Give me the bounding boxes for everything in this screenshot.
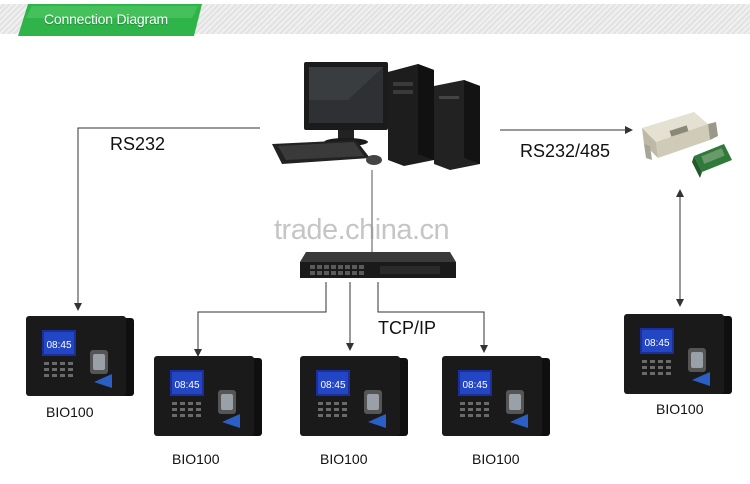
tcpip-line-3 [377, 282, 488, 353]
rs232-label: RS232 [110, 134, 166, 154]
rs232-line [74, 127, 260, 311]
banner-title: Connection Diagram [44, 11, 169, 27]
device-time-4: 08:45 [462, 380, 487, 391]
bio100-device-3: 08:45 [300, 356, 408, 436]
tcpip-label: TCP/IP [378, 318, 437, 338]
device-time-5: 08:45 [644, 338, 669, 349]
rs232-485-label: RS232/485 [520, 141, 611, 161]
bio100-device-2: 08:45 [154, 356, 262, 436]
device-time-2: 08:45 [174, 380, 199, 391]
bio100-label-3: BIO100 [320, 451, 368, 467]
device-time-3: 08:45 [320, 380, 345, 391]
tcpip-line-1 [194, 282, 327, 357]
bio100-device-1: 08:45 [26, 316, 134, 396]
network-switch-icon [300, 252, 456, 278]
bio100-label-5: BIO100 [656, 401, 704, 417]
device-time-1: 08:45 [46, 340, 71, 351]
bio100-label-1: BIO100 [46, 404, 94, 420]
computer-icon [272, 62, 480, 170]
banner-tab [18, 4, 202, 36]
bio100-device-4: 08:45 [442, 356, 550, 436]
converter-icon [642, 112, 732, 178]
bio100-label-4: BIO100 [472, 451, 520, 467]
bio100-device-5: 08:45 [624, 314, 732, 394]
bio100-label-2: BIO100 [172, 451, 220, 467]
watermark: trade.china.cn [274, 214, 450, 246]
